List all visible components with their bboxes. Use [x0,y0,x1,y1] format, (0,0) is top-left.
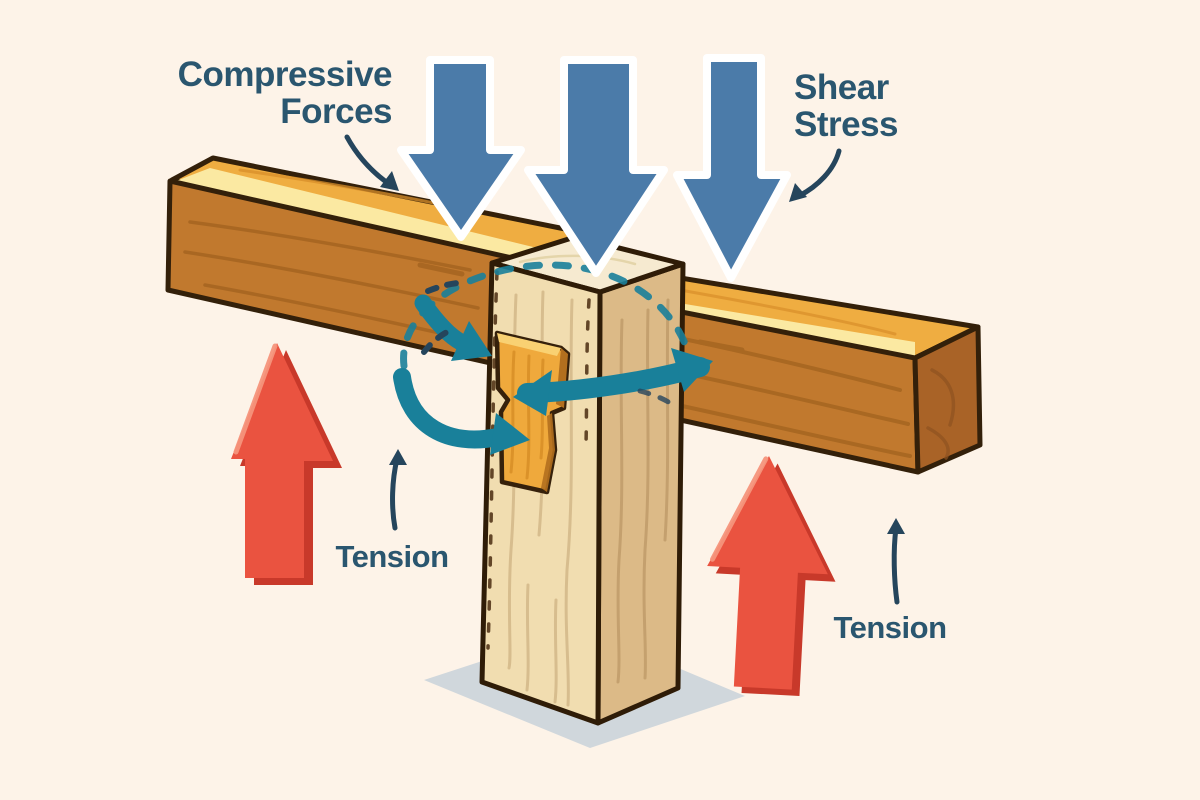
joint-stitch-marks [486,270,591,650]
shear-arrow-heads [451,321,713,455]
shear-stress-line1: Shear [794,68,889,107]
compressive-forces-line2: Forces [280,92,392,132]
shear-dashed-arc [400,261,691,370]
annotation-arrows [344,134,905,605]
tension-label-left: Tension [335,539,449,574]
annotation-arrow-heads [380,171,905,534]
annotation-arrow-shafts [344,134,900,605]
shear-stress-label: Shear Stress [794,69,994,144]
compression-arrow-icon [397,54,791,282]
tension-label-right: Tension [833,610,947,645]
compressive-forces-label: Compressive Forces [150,55,393,132]
compressive-forces-line1: Compressive [177,55,393,94]
tension-arrow-icon-right [707,456,836,696]
tension-arrow-icon-left [231,343,342,585]
shear-stress-line2: Stress [794,105,899,145]
